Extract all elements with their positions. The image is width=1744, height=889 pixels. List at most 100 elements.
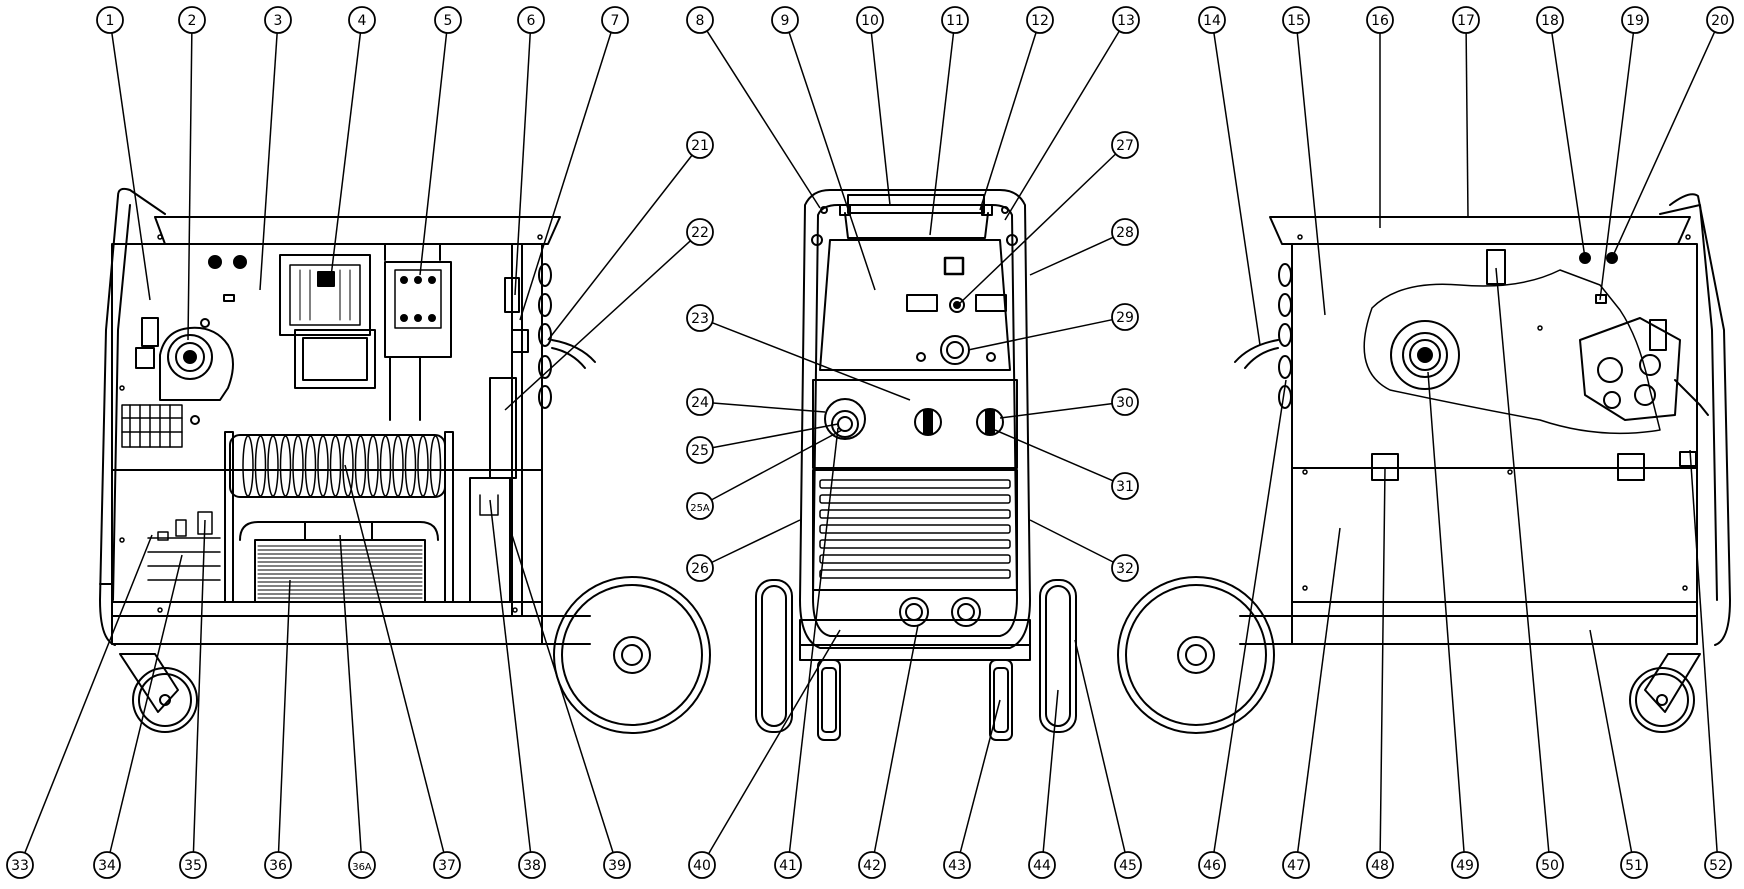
svg-text:13: 13 xyxy=(1117,13,1135,29)
callout-29: 29 xyxy=(1111,303,1139,331)
transformer xyxy=(239,521,439,603)
callout-38: 38 xyxy=(518,851,546,879)
callout-7: 7 xyxy=(601,6,629,34)
svg-text:51: 51 xyxy=(1625,858,1643,874)
callout-48: 48 xyxy=(1366,851,1394,879)
callout-19: 19 xyxy=(1621,6,1649,34)
svg-text:37: 37 xyxy=(438,858,456,874)
rotary-switch-fine xyxy=(976,408,1004,436)
right-body xyxy=(1291,243,1698,645)
svg-text:26: 26 xyxy=(691,561,709,577)
svg-text:10: 10 xyxy=(861,13,879,29)
callout-22: 22 xyxy=(686,218,714,246)
svg-text:43: 43 xyxy=(948,858,966,874)
front-right-wheel xyxy=(1039,579,1077,733)
svg-text:21: 21 xyxy=(691,138,709,154)
front-left-caster xyxy=(817,659,841,741)
callout-15: 15 xyxy=(1282,6,1310,34)
callout-30: 30 xyxy=(1111,388,1139,416)
right-cable-chain xyxy=(1234,263,1292,409)
svg-text:25A: 25A xyxy=(690,503,710,514)
rotary-switch-coarse xyxy=(914,408,942,436)
svg-text:31: 31 xyxy=(1116,479,1134,495)
vent-grill xyxy=(812,469,1018,591)
left-display xyxy=(906,294,938,312)
svg-text:22: 22 xyxy=(691,225,709,241)
svg-text:50: 50 xyxy=(1541,858,1559,874)
right-top-panel xyxy=(1269,216,1691,245)
front-right-caster xyxy=(989,659,1013,741)
callout-20: 20 xyxy=(1706,6,1734,34)
wire-spool-hub xyxy=(1390,320,1460,390)
callout-17: 17 xyxy=(1452,6,1480,34)
right-side-view xyxy=(1117,193,1731,734)
svg-text:14: 14 xyxy=(1203,13,1221,29)
front-view xyxy=(755,189,1077,741)
svg-text:5: 5 xyxy=(444,13,453,29)
svg-text:34: 34 xyxy=(98,858,116,874)
right-view-rear-wheel xyxy=(1117,576,1275,734)
svg-text:15: 15 xyxy=(1287,13,1305,29)
right-display xyxy=(975,294,1007,312)
callout-24: 24 xyxy=(686,388,714,416)
svg-text:30: 30 xyxy=(1116,395,1134,411)
callout-18: 18 xyxy=(1536,6,1564,34)
callout-3: 3 xyxy=(264,6,292,34)
svg-text:6: 6 xyxy=(527,13,536,29)
left-top-panel xyxy=(154,216,561,245)
svg-text:47: 47 xyxy=(1287,858,1305,874)
svg-text:3: 3 xyxy=(274,13,283,29)
cutaway-outline xyxy=(1363,269,1661,435)
callout-33: 33 xyxy=(6,851,34,879)
svg-text:27: 27 xyxy=(1116,138,1134,154)
svg-text:16: 16 xyxy=(1371,13,1389,29)
svg-text:24: 24 xyxy=(691,395,709,411)
svg-text:36A: 36A xyxy=(352,862,372,873)
left-caster xyxy=(119,653,198,733)
callout-36: 36 xyxy=(264,851,292,879)
svg-text:40: 40 xyxy=(693,858,711,874)
svg-text:1: 1 xyxy=(106,13,115,29)
right-caster xyxy=(1629,653,1701,733)
callout-23: 23 xyxy=(686,304,714,332)
svg-text:32: 32 xyxy=(1116,561,1134,577)
svg-text:44: 44 xyxy=(1033,858,1051,874)
callout-35: 35 xyxy=(179,851,207,879)
callout-44: 44 xyxy=(1028,851,1056,879)
power-switch xyxy=(943,256,965,276)
svg-text:33: 33 xyxy=(11,858,29,874)
callout-46: 46 xyxy=(1198,851,1226,879)
svg-text:20: 20 xyxy=(1711,13,1729,29)
svg-text:25: 25 xyxy=(691,443,709,459)
svg-text:35: 35 xyxy=(184,858,202,874)
svg-text:52: 52 xyxy=(1709,858,1727,874)
svg-text:48: 48 xyxy=(1371,858,1389,874)
indicator-light xyxy=(949,297,965,313)
left-terminal-block xyxy=(121,404,183,448)
svg-text:2: 2 xyxy=(188,13,197,29)
svg-text:19: 19 xyxy=(1626,13,1644,29)
wire-feed-assembly xyxy=(135,317,234,425)
fuse-holders xyxy=(147,511,221,581)
svg-text:29: 29 xyxy=(1116,310,1134,326)
pcb-board xyxy=(279,254,376,389)
callout-32: 32 xyxy=(1111,554,1139,582)
callout-51: 51 xyxy=(1620,851,1648,879)
output-sockets xyxy=(899,597,981,627)
svg-text:36: 36 xyxy=(269,858,287,874)
callout-41: 41 xyxy=(774,851,802,879)
front-shell xyxy=(799,189,1031,649)
svg-text:12: 12 xyxy=(1031,13,1049,29)
callout-4: 4 xyxy=(348,6,376,34)
svg-text:42: 42 xyxy=(863,858,881,874)
svg-text:4: 4 xyxy=(358,13,367,29)
top-clamp xyxy=(1486,249,1506,285)
callout-34: 34 xyxy=(93,851,121,879)
callout-10: 10 xyxy=(856,6,884,34)
main-dial xyxy=(940,335,970,365)
svg-text:46: 46 xyxy=(1203,858,1221,874)
callout-31: 31 xyxy=(1111,472,1139,500)
callout-16: 16 xyxy=(1366,6,1394,34)
